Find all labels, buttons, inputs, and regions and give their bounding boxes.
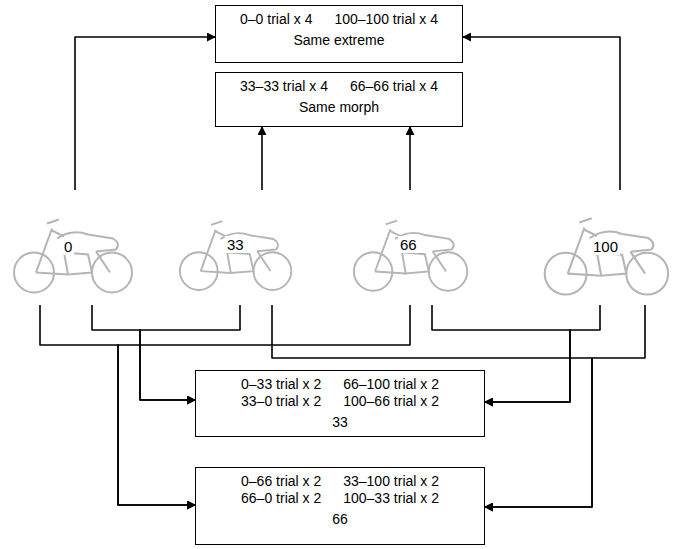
box-heading: Same extreme bbox=[240, 32, 438, 49]
motorcycle-morph: 100 bbox=[538, 190, 678, 305]
frame-line bbox=[201, 271, 231, 273]
wheel bbox=[626, 253, 668, 295]
frame-line bbox=[257, 251, 270, 271]
trial-pair: 100–33 trial x 2 bbox=[343, 490, 439, 507]
wheel bbox=[92, 253, 132, 293]
trial-box: 0–66 trial x 2 33–100 trial x 2 66–0 trial… bbox=[195, 467, 485, 545]
trial-pair: 66–100 trial x 2 bbox=[343, 376, 439, 393]
motorcycle-morph: 33 bbox=[178, 190, 296, 305]
frame-line bbox=[375, 272, 406, 274]
frame-line bbox=[375, 229, 390, 271]
frame-line bbox=[201, 230, 216, 272]
morph-number: 33 bbox=[225, 236, 246, 253]
frame-line bbox=[227, 252, 253, 273]
frame-line bbox=[211, 221, 222, 225]
motorcycle-lines bbox=[545, 218, 668, 294]
frame-line bbox=[96, 252, 110, 273]
trial-pair: 0–33 trial x 2 bbox=[241, 376, 321, 393]
trial-pair: 33–0 trial x 2 bbox=[241, 393, 321, 410]
motorcycle-drawing bbox=[12, 190, 137, 305]
connector-line bbox=[485, 305, 600, 402]
morph-number: 0 bbox=[62, 238, 74, 255]
trial-pair: 66–66 trial x 4 bbox=[350, 78, 438, 95]
frame-line bbox=[579, 218, 592, 222]
connector-line bbox=[92, 305, 195, 400]
frame-line bbox=[630, 252, 645, 274]
trial-box: 0–33 trial x 2 66–100 trial x 2 33–0 trial… bbox=[195, 370, 485, 437]
frame-line bbox=[47, 220, 59, 224]
trial-pair: 100–66 trial x 2 bbox=[343, 393, 439, 410]
frame-line bbox=[568, 228, 585, 274]
box-heading: 66 bbox=[241, 511, 439, 528]
trial-pair: 100–100 trial x 4 bbox=[334, 11, 438, 28]
trial-pair: 33–33 trial x 4 bbox=[240, 78, 328, 95]
morph-number: 66 bbox=[398, 236, 419, 253]
morph-number: 100 bbox=[591, 238, 620, 255]
motorcycle-morph: 66 bbox=[352, 190, 472, 305]
frame-line bbox=[64, 253, 92, 275]
connector-line bbox=[75, 37, 215, 190]
trial-pair: 66–0 trial x 2 bbox=[241, 490, 321, 507]
trial-pair: 33–100 trial x 2 bbox=[343, 473, 439, 490]
frame-line bbox=[433, 251, 446, 271]
motorcycle-morph: 0 bbox=[12, 190, 137, 305]
connector-line bbox=[485, 305, 645, 507]
frame-line bbox=[568, 274, 601, 276]
frame-line bbox=[402, 252, 429, 273]
frame-line bbox=[36, 273, 68, 275]
frame-line bbox=[597, 253, 626, 276]
motorcycle-lines bbox=[180, 221, 291, 290]
trial-box: 0–0 trial x 4 100–100 trial x 4 Same extre… bbox=[215, 5, 463, 63]
connector-line bbox=[261, 127, 263, 190]
trial-pair: 0–0 trial x 4 bbox=[240, 11, 312, 28]
connector-line bbox=[409, 127, 411, 190]
wheel bbox=[429, 252, 467, 290]
box-heading: Same morph bbox=[240, 99, 438, 116]
frame-line bbox=[36, 229, 52, 273]
wheel bbox=[254, 252, 292, 290]
trial-box: 33–33 trial x 4 66–66 trial x 4 Same morph bbox=[215, 72, 463, 127]
motorcycle-lines bbox=[14, 220, 132, 293]
trial-pair: 0–66 trial x 2 bbox=[241, 473, 321, 490]
connector-line bbox=[463, 37, 620, 190]
motorcycle-lines bbox=[354, 221, 467, 291]
frame-line bbox=[386, 221, 398, 225]
box-heading: 33 bbox=[241, 414, 439, 431]
